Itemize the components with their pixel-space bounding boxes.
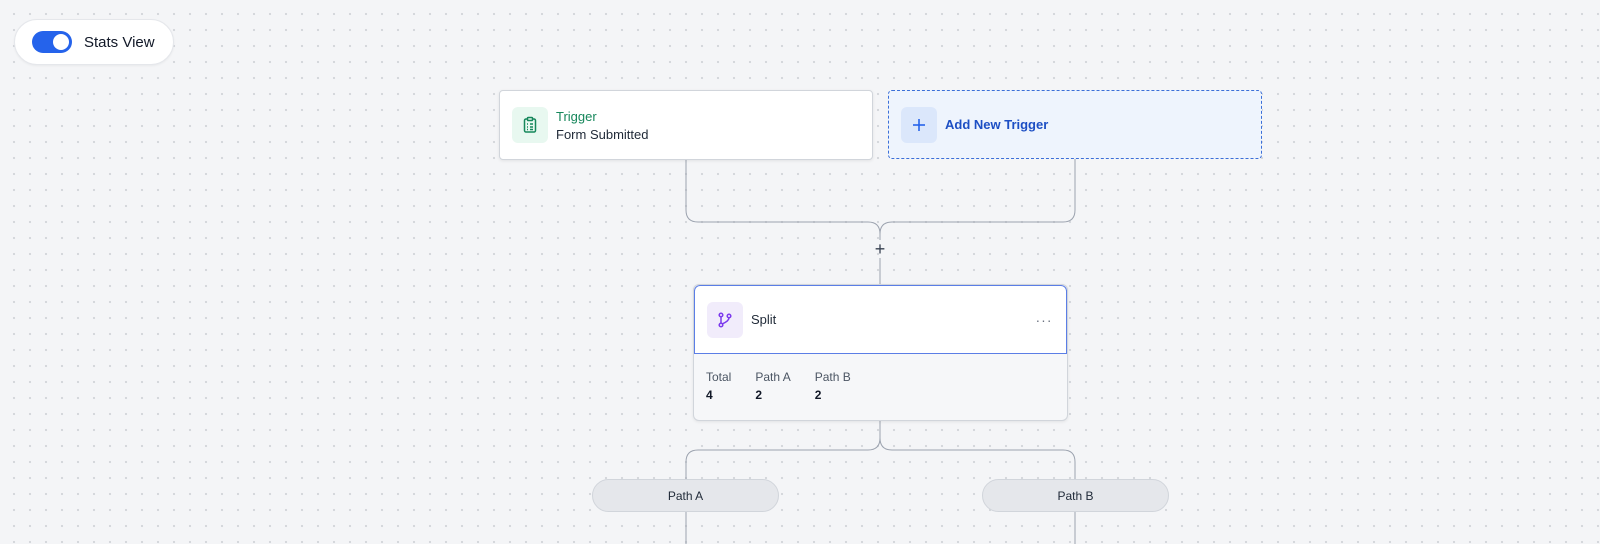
add-new-trigger-button[interactable]: Add New Trigger — [888, 90, 1262, 159]
plus-icon — [901, 106, 937, 143]
trigger-subtitle: Form Submitted — [556, 126, 649, 142]
stat-path-b: Path B 2 — [815, 370, 851, 402]
connector-add-trigger — [879, 159, 1076, 235]
stat-path-a: Path A 2 — [755, 370, 790, 402]
switch-knob — [53, 34, 69, 50]
split-header: Split ··· — [694, 285, 1067, 354]
stat-label: Path A — [755, 370, 791, 384]
connector-path-b — [879, 437, 1076, 479]
connector-path-a — [685, 421, 881, 479]
split-card[interactable]: Split ··· Total 4 Path A 2 Path B 2 — [693, 284, 1068, 421]
add-new-trigger-label: Add New Trigger — [945, 117, 1049, 132]
clipboard-icon — [512, 107, 548, 143]
split-stats: Total 4 Path A 2 Path B 2 — [694, 354, 1067, 402]
add-step-button[interactable]: + — [874, 239, 886, 259]
more-options-button[interactable]: ··· — [1035, 312, 1053, 328]
connector-trigger — [685, 160, 881, 240]
trigger-card[interactable]: Trigger Form Submitted — [499, 90, 873, 160]
stat-value: 2 — [814, 388, 822, 402]
path-b-pill[interactable]: Path B — [982, 479, 1169, 512]
trigger-text: Trigger Form Submitted — [556, 109, 648, 142]
stat-label: Path B — [814, 370, 851, 384]
branch-icon — [707, 301, 743, 338]
stat-label: Total — [706, 370, 732, 384]
stat-total: Total 4 — [706, 370, 731, 402]
stat-value: 2 — [755, 388, 763, 402]
trigger-title: Trigger — [556, 108, 597, 124]
path-a-pill[interactable]: Path A — [592, 479, 779, 512]
stats-view-switch[interactable] — [32, 31, 72, 53]
stat-value: 4 — [706, 388, 713, 402]
stats-view-label: Stats View — [84, 33, 155, 51]
stats-view-toggle-container: Stats View — [14, 19, 174, 65]
split-title: Split — [751, 312, 777, 327]
